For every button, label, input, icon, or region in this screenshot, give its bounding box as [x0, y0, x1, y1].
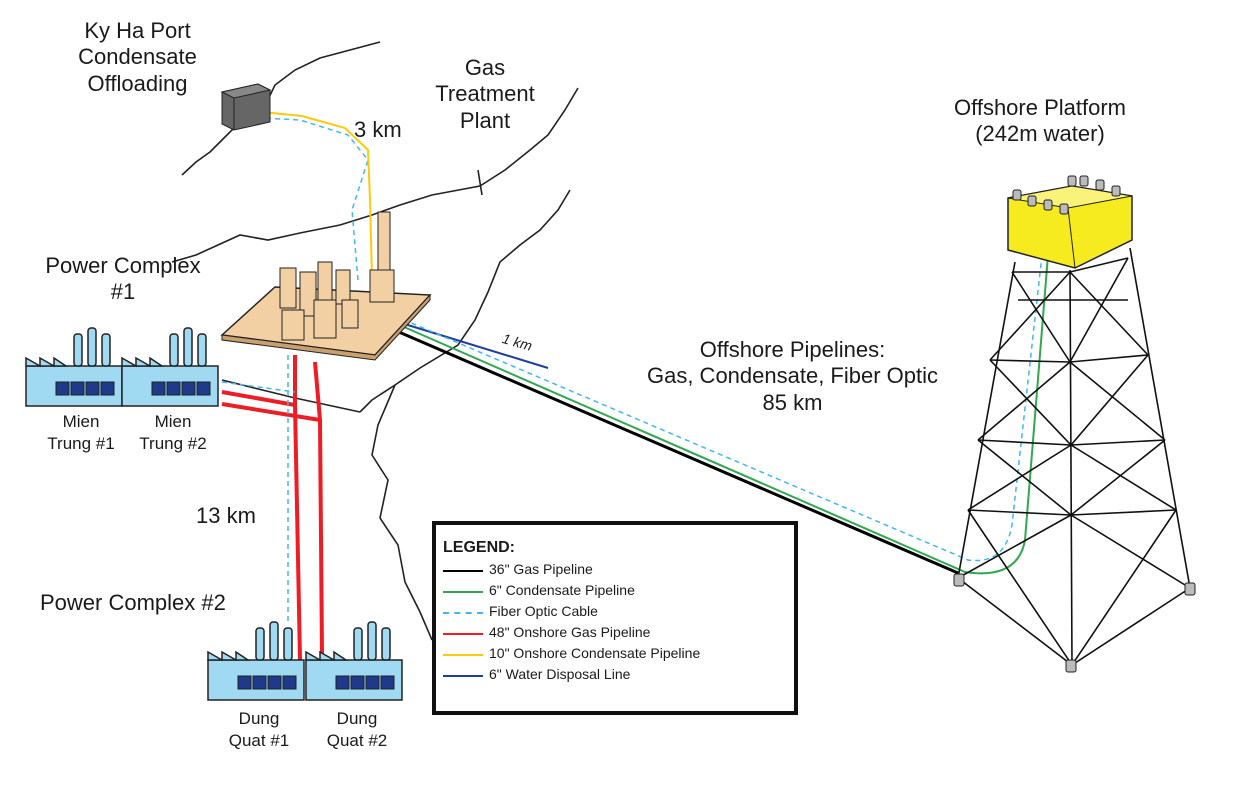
power-complex-2-label: Power Complex #2 — [40, 590, 226, 615]
offshore-label-line-3: 85 km — [762, 389, 823, 415]
plant-label-line-3: Plant — [459, 107, 511, 133]
factory-mien-trung-1 — [25, 327, 123, 407]
port-label-line-3: Offloading — [87, 70, 188, 96]
power-complex-1-label: Power Complex #1 — [28, 253, 218, 306]
dung1-line-2: Quat #1 — [228, 731, 290, 751]
factory-mien-trung-2-label: Mien Trung #2 — [118, 411, 228, 455]
platform-label: Offshore Platform (242m water) — [925, 95, 1155, 148]
legend-title: LEGEND: — [443, 539, 515, 556]
onshore-fiber-cables — [221, 117, 369, 622]
legend-swatch — [443, 633, 483, 635]
offshore-platform — [953, 175, 1196, 673]
legend-item-label: 6" Condensate Pipeline — [489, 582, 635, 598]
gas-treatment-plant — [220, 211, 432, 361]
offshore-pipelines-label: Offshore Pipelines: Gas, Condensate, Fib… — [610, 337, 975, 416]
mien2-line-1: Mien — [154, 412, 192, 431]
mien2-line-2: Trung #2 — [139, 434, 207, 454]
onshore-condensate-pipeline — [261, 111, 373, 279]
legend-swatch — [443, 612, 483, 614]
onshore-gas-pipelines — [221, 355, 324, 661]
legend-item-label: 48" Onshore Gas Pipeline — [489, 624, 651, 640]
offshore-label-line-2: Gas, Condensate, Fiber Optic — [646, 363, 939, 389]
factory-dung-quat-1-label: Dung Quat #1 — [204, 708, 314, 752]
legend-swatch — [443, 570, 483, 572]
port-label: Ky Ha Port Condensate Offloading — [55, 18, 220, 97]
legend-swatch — [443, 591, 483, 593]
water-disposal-line — [397, 321, 549, 369]
legend-swatch — [443, 654, 483, 656]
port-label-line-1: Ky Ha Port — [84, 18, 191, 43]
legend-item-label: 6" Water Disposal Line — [489, 666, 631, 682]
legend: LEGEND: 36" Gas Pipeline 6" Condensate Pi… — [432, 521, 798, 715]
legend-item-label: Fiber Optic Cable — [489, 603, 598, 619]
plant-label-line-2: Treatment — [435, 81, 535, 107]
offshore-label-line-1: Offshore Pipelines: — [699, 337, 886, 362]
port-storage-box — [220, 83, 272, 131]
distance-port-label: 3 km — [354, 117, 402, 142]
plant-label-line-1: Gas — [464, 55, 506, 80]
dung2-line-2: Quat #2 — [326, 731, 388, 751]
distance-power-label: 13 km — [196, 503, 256, 528]
factory-dung-quat-1 — [207, 621, 305, 701]
legend-item-label: 10" Onshore Condensate Pipeline — [489, 645, 701, 661]
power-complex-1-line-2: #1 — [110, 279, 136, 305]
legend-item-label: 36" Gas Pipeline — [489, 561, 593, 577]
factory-mien-trung-2 — [121, 327, 219, 407]
platform-label-line-1: Offshore Platform — [954, 95, 1126, 120]
factory-mien-trung-1-label: Mien Trung #1 — [26, 411, 136, 455]
mien1-line-2: Trung #1 — [47, 434, 115, 454]
plant-label: Gas Treatment Plant — [425, 55, 545, 134]
power-complex-1-line-1: Power Complex — [45, 253, 201, 278]
platform-label-line-2: (242m water) — [975, 121, 1105, 147]
legend-swatch — [443, 675, 483, 677]
dung1-line-1: Dung — [238, 709, 280, 728]
factory-dung-quat-2-label: Dung Quat #2 — [302, 708, 412, 752]
dung2-line-1: Dung — [336, 709, 378, 728]
port-label-line-2: Condensate — [78, 44, 197, 70]
mien1-line-1: Mien — [62, 412, 100, 431]
